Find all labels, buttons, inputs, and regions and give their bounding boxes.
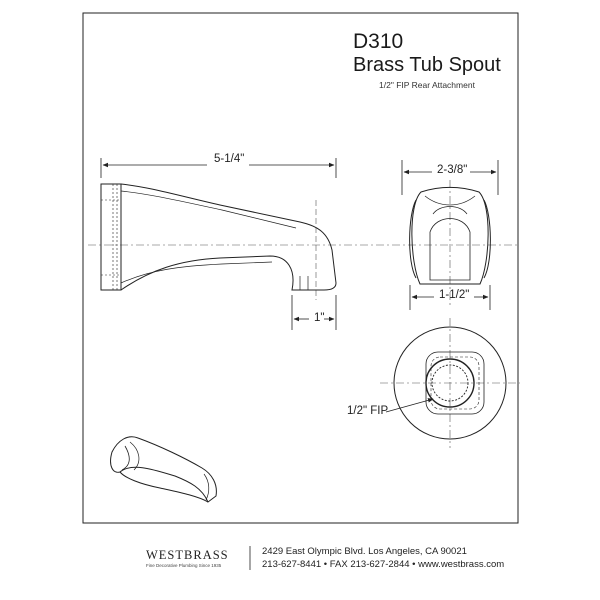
rear-view <box>380 318 520 448</box>
length-label: 5-1/4" <box>214 153 245 165</box>
fip-ring-inner <box>431 364 469 402</box>
depth-label: 1-1/2" <box>439 289 470 301</box>
brand-logo: WESTBRASS <box>146 548 229 562</box>
side-view <box>88 183 520 300</box>
width-label: 2-3/8" <box>437 164 468 176</box>
length-dimension <box>100 158 337 178</box>
rear-flange <box>393 326 507 440</box>
model-number: D310 <box>353 30 404 53</box>
front-spout-face <box>411 187 489 285</box>
page-border <box>82 12 519 524</box>
fip-ring-outer <box>425 358 475 408</box>
front-view <box>409 180 491 305</box>
outlet-dimension <box>291 295 337 330</box>
product-title: Brass Tub Spout <box>353 54 501 76</box>
rear-collar <box>100 183 122 291</box>
spout-body <box>120 183 337 291</box>
outlet-label: 1" <box>314 312 325 324</box>
attachment-note: 1/2" FIP Rear Attachment <box>379 80 475 90</box>
fip-leader <box>385 398 434 413</box>
company-address: 2429 East Olympic Blvd. Los Angeles, CA … <box>262 546 467 557</box>
fip-label: 1/2" FIP <box>347 405 389 417</box>
depth-dimension <box>409 285 491 310</box>
width-dimension <box>401 160 499 195</box>
company-contact: 213-627-8441 • FAX 213-627-2844 • www.we… <box>262 559 505 570</box>
perspective-illustration <box>110 436 217 503</box>
brand-tagline: Fine Decorative Plumbing Since 1935 <box>146 563 222 568</box>
